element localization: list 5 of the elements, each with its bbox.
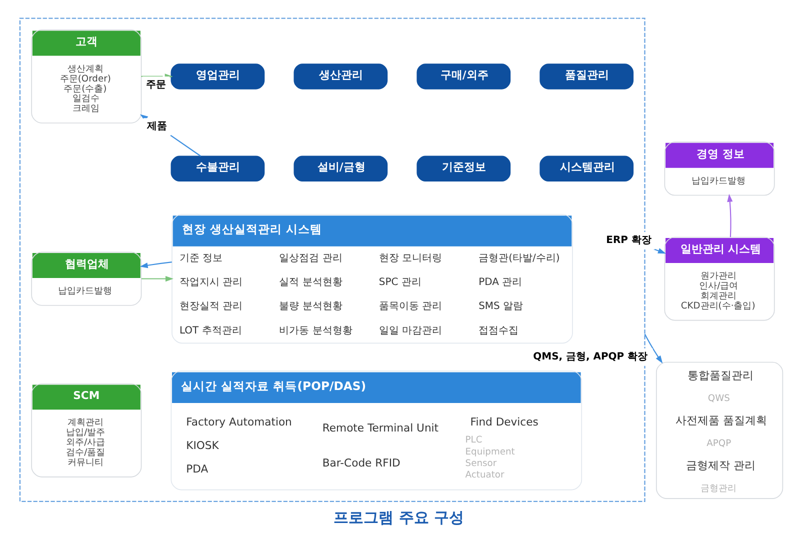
edge-label: ERP 확장 — [606, 234, 651, 246]
caption: 프로그램 주요 구성 — [333, 508, 464, 527]
edge-label: 제품 — [146, 120, 167, 132]
edge-label: QMS, 금형, APQP 확장 — [532, 351, 648, 362]
edge-label: 주문 — [146, 79, 166, 90]
